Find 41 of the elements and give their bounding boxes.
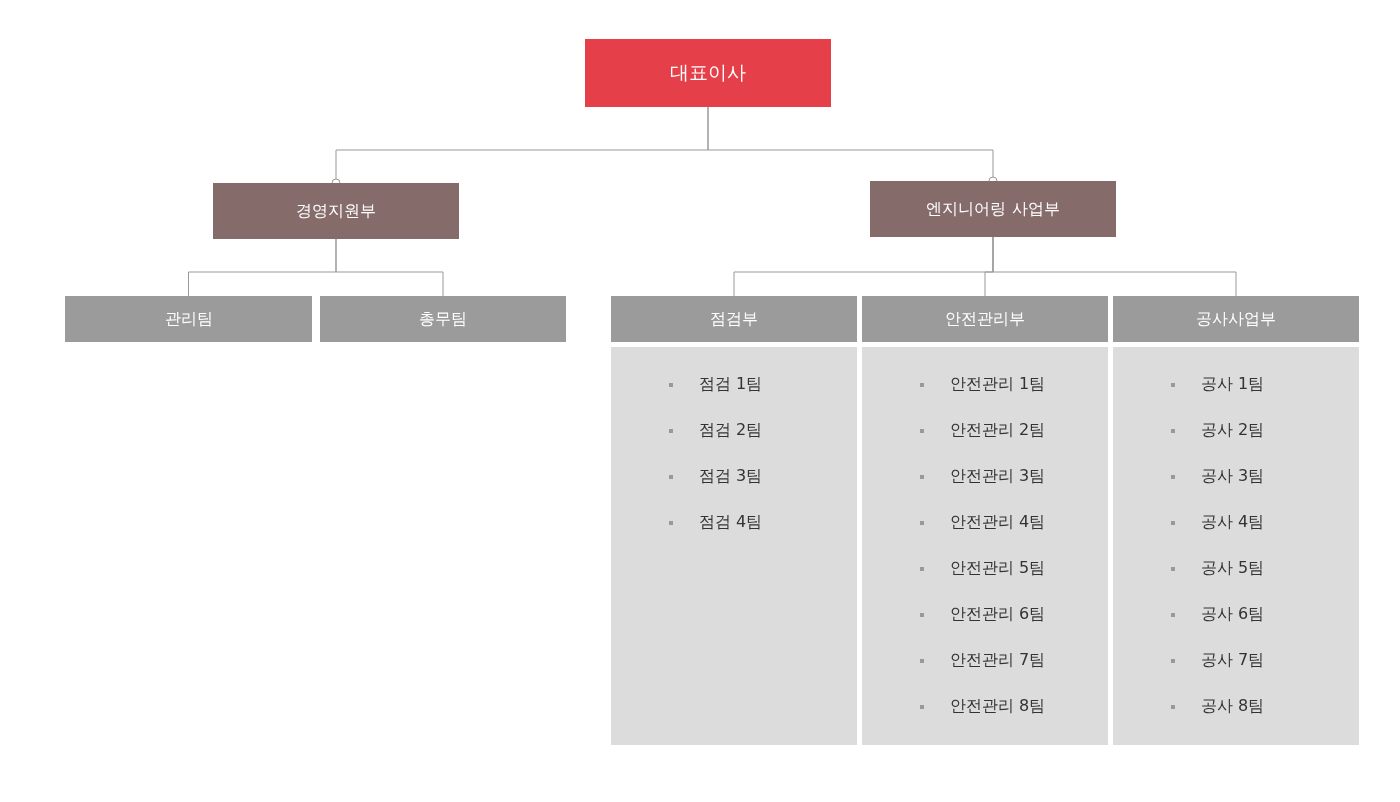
team-list-item: 공사 2팀 — [1171, 419, 1265, 441]
node-label: 대표이사 — [670, 60, 746, 85]
department-box — [611, 296, 857, 342]
team-list-item: 안전관리 8팀 — [920, 695, 1046, 717]
team-list-item: 점검 4팀 — [669, 511, 763, 533]
team-list-item: 점검 3팀 — [669, 465, 763, 487]
team-list-item: 안전관리 7팀 — [920, 649, 1046, 671]
department-box — [1113, 296, 1359, 342]
department-box — [320, 296, 566, 342]
node-label: 관리팀 — [164, 308, 213, 330]
division-box — [870, 181, 1116, 237]
division-box — [213, 183, 459, 239]
node-label: 경영지원부 — [296, 200, 376, 222]
team-list-item: 공사 7팀 — [1171, 649, 1265, 671]
team-list-item: 공사 3팀 — [1171, 465, 1265, 487]
node-label: 공사사업부 — [1196, 308, 1276, 330]
team-list-panel — [611, 347, 857, 745]
team-list-item: 점검 2팀 — [669, 419, 763, 441]
team-list-panel — [1113, 347, 1359, 745]
node-label: 안전관리부 — [945, 308, 1025, 330]
connector-line — [335, 238, 444, 297]
team-list-item: 안전관리 1팀 — [920, 373, 1046, 395]
team-list-item: 공사 1팀 — [1171, 373, 1265, 395]
department-box — [65, 296, 312, 342]
team-list-item: 안전관리 3팀 — [920, 465, 1046, 487]
team-list-item: 공사 5팀 — [1171, 557, 1265, 579]
team-list-panel — [862, 347, 1108, 745]
team-list-item: 공사 6팀 — [1171, 603, 1265, 625]
node-label: 점검부 — [710, 308, 758, 330]
team-list-item: 안전관리 2팀 — [920, 419, 1046, 441]
team-list-item: 안전관리 5팀 — [920, 557, 1046, 579]
connector-line — [992, 236, 1237, 297]
node-label: 엔지니어링 사업부 — [926, 198, 1060, 220]
ceo-box — [585, 39, 831, 107]
team-list-item: 점검 1팀 — [669, 373, 763, 395]
team-list-item: 공사 4팀 — [1171, 511, 1265, 533]
team-list-item: 공사 8팀 — [1171, 695, 1265, 717]
department-box — [862, 296, 1108, 342]
team-list-item: 안전관리 4팀 — [920, 511, 1046, 533]
node-label: 총무팀 — [419, 308, 467, 330]
team-list-item: 안전관리 6팀 — [920, 603, 1046, 625]
